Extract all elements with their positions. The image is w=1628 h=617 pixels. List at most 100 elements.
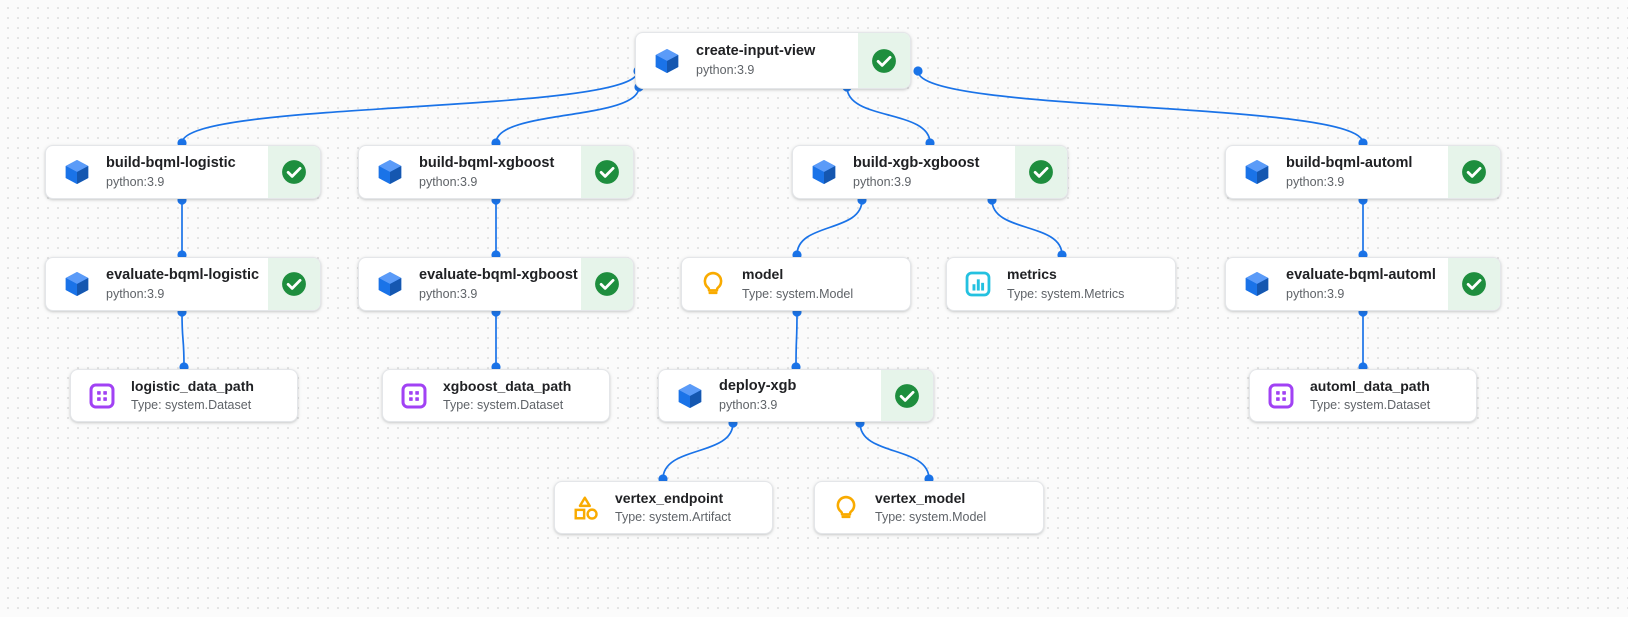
node-title: evaluate-bqml-logistic: [106, 266, 260, 283]
cube-icon: [1242, 269, 1272, 299]
node-body: build-xgb-xgboost python:3.9: [793, 146, 1015, 198]
node-status-succeeded: [1448, 258, 1500, 310]
lightbulb-icon: [831, 493, 861, 523]
cube-icon: [62, 157, 92, 187]
graph-edge-create-input-view-to-build-bqml-automl: [917, 70, 1364, 144]
node-title: create-input-view: [696, 43, 816, 60]
node-subtitle: python:3.9: [719, 398, 778, 413]
dataset-icon: [87, 381, 117, 411]
cube-icon: [809, 157, 839, 187]
node-subtitle: Type: system.Metrics: [1007, 286, 1125, 301]
graph-edge-deploy-xgb-to-vertex_endpoint: [662, 422, 734, 480]
node-text: deploy-xgb python:3.9: [719, 377, 796, 413]
graph-edge-create-input-view-to-build-xgb-xgboost: [846, 86, 931, 144]
graph-edge-create-input-view-to-build-bqml-xgboost: [495, 86, 640, 144]
node-subtitle: Type: system.Dataset: [1310, 398, 1431, 413]
node-subtitle: python:3.9: [1286, 286, 1345, 301]
node-subtitle: python:3.9: [106, 174, 165, 189]
node-status-succeeded: [581, 258, 633, 310]
node-subtitle: python:3.9: [696, 63, 755, 78]
node-title: model: [742, 266, 784, 283]
node-subtitle: python:3.9: [1286, 174, 1345, 189]
node-title: build-xgb-xgboost: [853, 154, 980, 171]
node-subtitle: Type: system.Artifact: [615, 510, 732, 525]
node-status-succeeded: [1448, 146, 1500, 198]
node-status-succeeded: [268, 258, 320, 310]
graph-edge-model-to-deploy-xgb: [795, 311, 798, 368]
node-title: logistic_data_path: [131, 377, 254, 394]
node-subtitle: Type: system.Model: [875, 510, 987, 525]
node-subtitle: Type: system.Dataset: [443, 398, 564, 413]
node-subtitle: python:3.9: [419, 286, 478, 301]
node-title: build-bqml-xgboost: [419, 154, 555, 171]
node-subtitle: Type: system.Model: [742, 286, 854, 301]
node-status-succeeded: [881, 370, 933, 421]
node-subtitle: python:3.9: [419, 174, 478, 189]
node-body: evaluate-bqml-logistic python:3.9: [46, 258, 268, 310]
graph-node-evaluate-bqml-logistic[interactable]: evaluate-bqml-logistic python:3.9: [45, 257, 321, 311]
edge-source-handle: [913, 66, 923, 76]
node-title: xgboost_data_path: [443, 377, 572, 394]
lightbulb-icon: [698, 269, 728, 299]
node-title: build-bqml-automl: [1286, 154, 1413, 171]
bar-chart-icon: [963, 269, 993, 299]
node-title: metrics: [1007, 266, 1057, 283]
graph-edge-evaluate-bqml-logistic-to-logistic_data_path: [181, 311, 185, 368]
node-title: automl_data_path: [1310, 377, 1430, 394]
graph-edge-build-xgb-xgboost-to-metrics: [991, 199, 1063, 256]
node-body: build-bqml-xgboost python:3.9: [359, 146, 581, 198]
graph-node-build-bqml-automl[interactable]: build-bqml-automl python:3.9: [1225, 145, 1501, 199]
node-text: build-bqml-xgboost python:3.9: [419, 154, 554, 190]
graph-node-build-xgb-xgboost[interactable]: build-xgb-xgboost python:3.9: [792, 145, 1068, 199]
node-text: create-input-view python:3.9: [696, 42, 815, 78]
graph-edge-deploy-xgb-to-vertex_model: [859, 422, 930, 480]
node-title: vertex_model: [875, 489, 966, 506]
node-status-succeeded: [1015, 146, 1067, 198]
dataset-icon: [1266, 381, 1296, 411]
node-body: build-bqml-automl python:3.9: [1226, 146, 1448, 198]
node-text: build-bqml-automl python:3.9: [1286, 154, 1412, 190]
cube-icon: [375, 269, 405, 299]
graph-node-build-bqml-xgboost[interactable]: build-bqml-xgboost python:3.9: [358, 145, 634, 199]
graph-node-deploy-xgb[interactable]: deploy-xgb python:3.9: [658, 369, 934, 422]
graph-edge-build-xgb-xgboost-to-model: [796, 199, 863, 256]
node-text: evaluate-bqml-logistic python:3.9: [106, 266, 259, 302]
node-body: deploy-xgb python:3.9: [659, 370, 881, 421]
node-status-succeeded: [268, 146, 320, 198]
node-body: create-input-view python:3.9: [636, 33, 858, 88]
node-subtitle: python:3.9: [106, 286, 165, 301]
node-subtitle: python:3.9: [853, 174, 912, 189]
node-title: deploy-xgb: [719, 378, 797, 395]
cube-icon: [675, 381, 705, 411]
graph-node-create-input-view[interactable]: create-input-view python:3.9: [635, 32, 911, 89]
artifact-shapes-icon: [571, 493, 601, 523]
